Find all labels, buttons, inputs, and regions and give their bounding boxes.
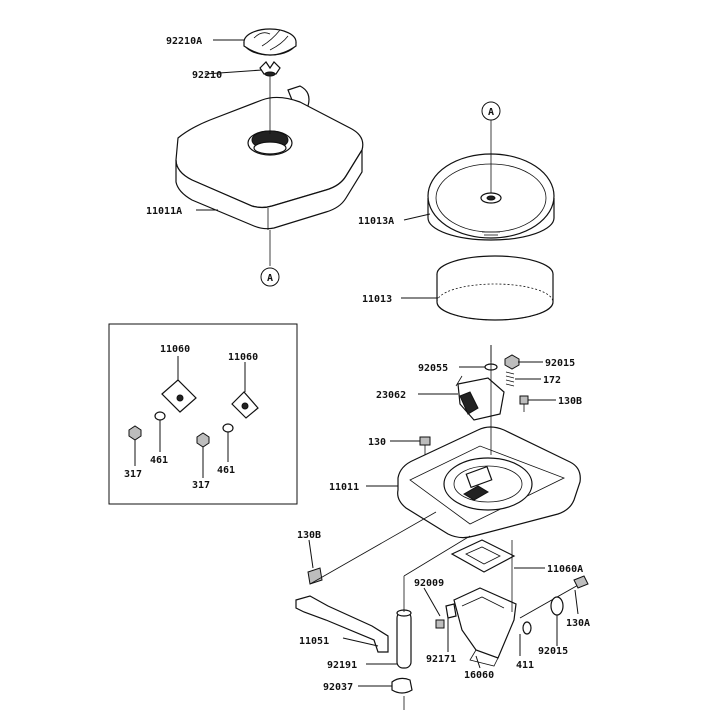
label-130B-right: 130B — [558, 396, 582, 407]
elbow-hardware — [435, 596, 564, 635]
label-16060: 16060 — [464, 670, 494, 681]
label-11060A: 11060A — [547, 564, 583, 575]
inset-labels: 11060 11060 461 317 461 317 — [124, 344, 258, 491]
bracket-23062 — [455, 375, 505, 421]
elbow-16060 — [453, 587, 517, 667]
label-11060-right: 11060 — [228, 352, 258, 363]
reference-callout-a-top: A — [481, 101, 501, 121]
label-172: 172 — [543, 375, 561, 386]
pre-filter-11013 — [436, 255, 554, 321]
part-labels: 92210A 92210 11011A 11013A 11013 92055 9… — [146, 36, 590, 693]
label-11051: 11051 — [299, 636, 329, 647]
label-92015-lower: 92015 — [538, 646, 568, 657]
label-92171: 92171 — [426, 654, 456, 665]
label-92055: 92055 — [418, 363, 448, 374]
breather-tube — [391, 609, 413, 694]
label-317-right: 317 — [192, 480, 210, 491]
label-92210: 92210 — [192, 70, 222, 81]
air-cleaner-cover — [175, 85, 364, 230]
svg-text:A: A — [267, 273, 273, 284]
stay-11051 — [295, 567, 389, 653]
label-130A: 130A — [566, 618, 590, 629]
label-130: 130 — [368, 437, 386, 448]
label-461-right: 461 — [217, 465, 235, 476]
label-130B-left: 130B — [297, 530, 321, 541]
label-11060-left: 11060 — [160, 344, 190, 355]
gasket-11060A — [450, 539, 516, 573]
label-23062: 23062 — [376, 390, 406, 401]
air-filter-element — [427, 120, 555, 241]
label-92009: 92009 — [414, 578, 444, 589]
label-11011: 11011 — [329, 482, 359, 493]
leader-lines — [134, 39, 579, 710]
inset-box — [108, 323, 298, 505]
air-cleaner-base — [397, 426, 581, 539]
label-317-left: 317 — [124, 469, 142, 480]
label-11013A: 11013A — [358, 216, 394, 227]
wing-nut-92210 — [259, 61, 281, 134]
label-461-left: 461 — [150, 455, 168, 466]
reference-callout-a-bottom: A — [260, 267, 280, 287]
label-411: 411 — [516, 660, 534, 671]
label-92210A: 92210A — [166, 36, 202, 47]
label-92037: 92037 — [323, 682, 353, 693]
svg-text:A: A — [488, 107, 494, 118]
label-92015-upper: 92015 — [545, 358, 575, 369]
label-11011A: 11011A — [146, 206, 182, 217]
cap-92210A — [243, 28, 297, 56]
long-bolt-130A — [519, 575, 589, 619]
label-11013: 11013 — [362, 294, 392, 305]
label-92191: 92191 — [327, 660, 357, 671]
